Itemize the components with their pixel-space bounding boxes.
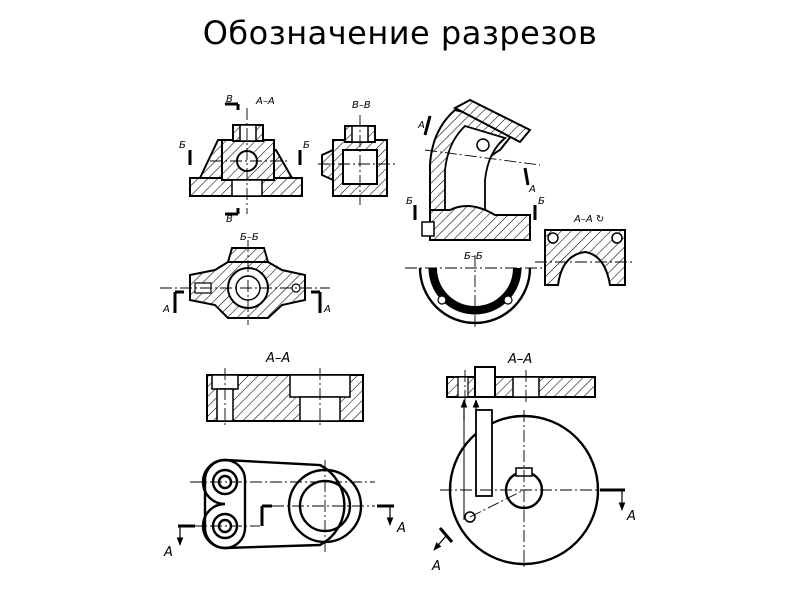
label-v-bottom: В (226, 214, 233, 225)
figure-pipe-section-bb: Б–Б (405, 251, 545, 330)
label-a-block-right: А (396, 521, 406, 536)
label-a-right: А (323, 304, 331, 315)
label-b-left: Б (179, 140, 186, 151)
figure-housing-section-bb: Б–Б А А (160, 232, 331, 325)
figure-bent-pipe: А А Б Б (406, 98, 545, 241)
label-aa-block: А–А (265, 351, 290, 366)
label-aa-housing: А–А (255, 96, 275, 107)
label-a-disk-right: А (626, 509, 636, 524)
label-aa-disk: А–А (507, 352, 532, 367)
figure-disk-plan: А А (431, 399, 636, 574)
label-b-right: Б (303, 140, 310, 151)
label-a-pipe-right: А (528, 184, 536, 195)
label-a-block-left: А (163, 545, 173, 560)
figure-block-section-aa: А–А (206, 351, 364, 428)
figure-block-plan: А А (163, 458, 406, 560)
page-title: Обозначение разрезов (202, 14, 598, 52)
label-vv: В–В (352, 100, 371, 111)
label-b-pipe-right: Б (538, 196, 545, 207)
figure-disk-section-aa: А–А (446, 352, 596, 405)
figure-housing-section-aa: В А–А В Б Б (179, 94, 310, 225)
label-a-disk-bottom: А (431, 559, 441, 574)
figure-housing-section-vv: В–В (318, 100, 396, 205)
label-a-pipe-top: А (417, 120, 425, 131)
label-aa-rotated: А–А ↻ (573, 214, 604, 225)
label-v-top: В (226, 94, 233, 105)
label-bb-housing: Б–Б (240, 232, 259, 243)
figure-pipe-section-aa-rotated: А–А ↻ (535, 214, 635, 286)
label-a-left: А (162, 304, 170, 315)
label-bb-pipe: Б–Б (464, 251, 483, 262)
label-b-pipe-left: Б (406, 196, 413, 207)
